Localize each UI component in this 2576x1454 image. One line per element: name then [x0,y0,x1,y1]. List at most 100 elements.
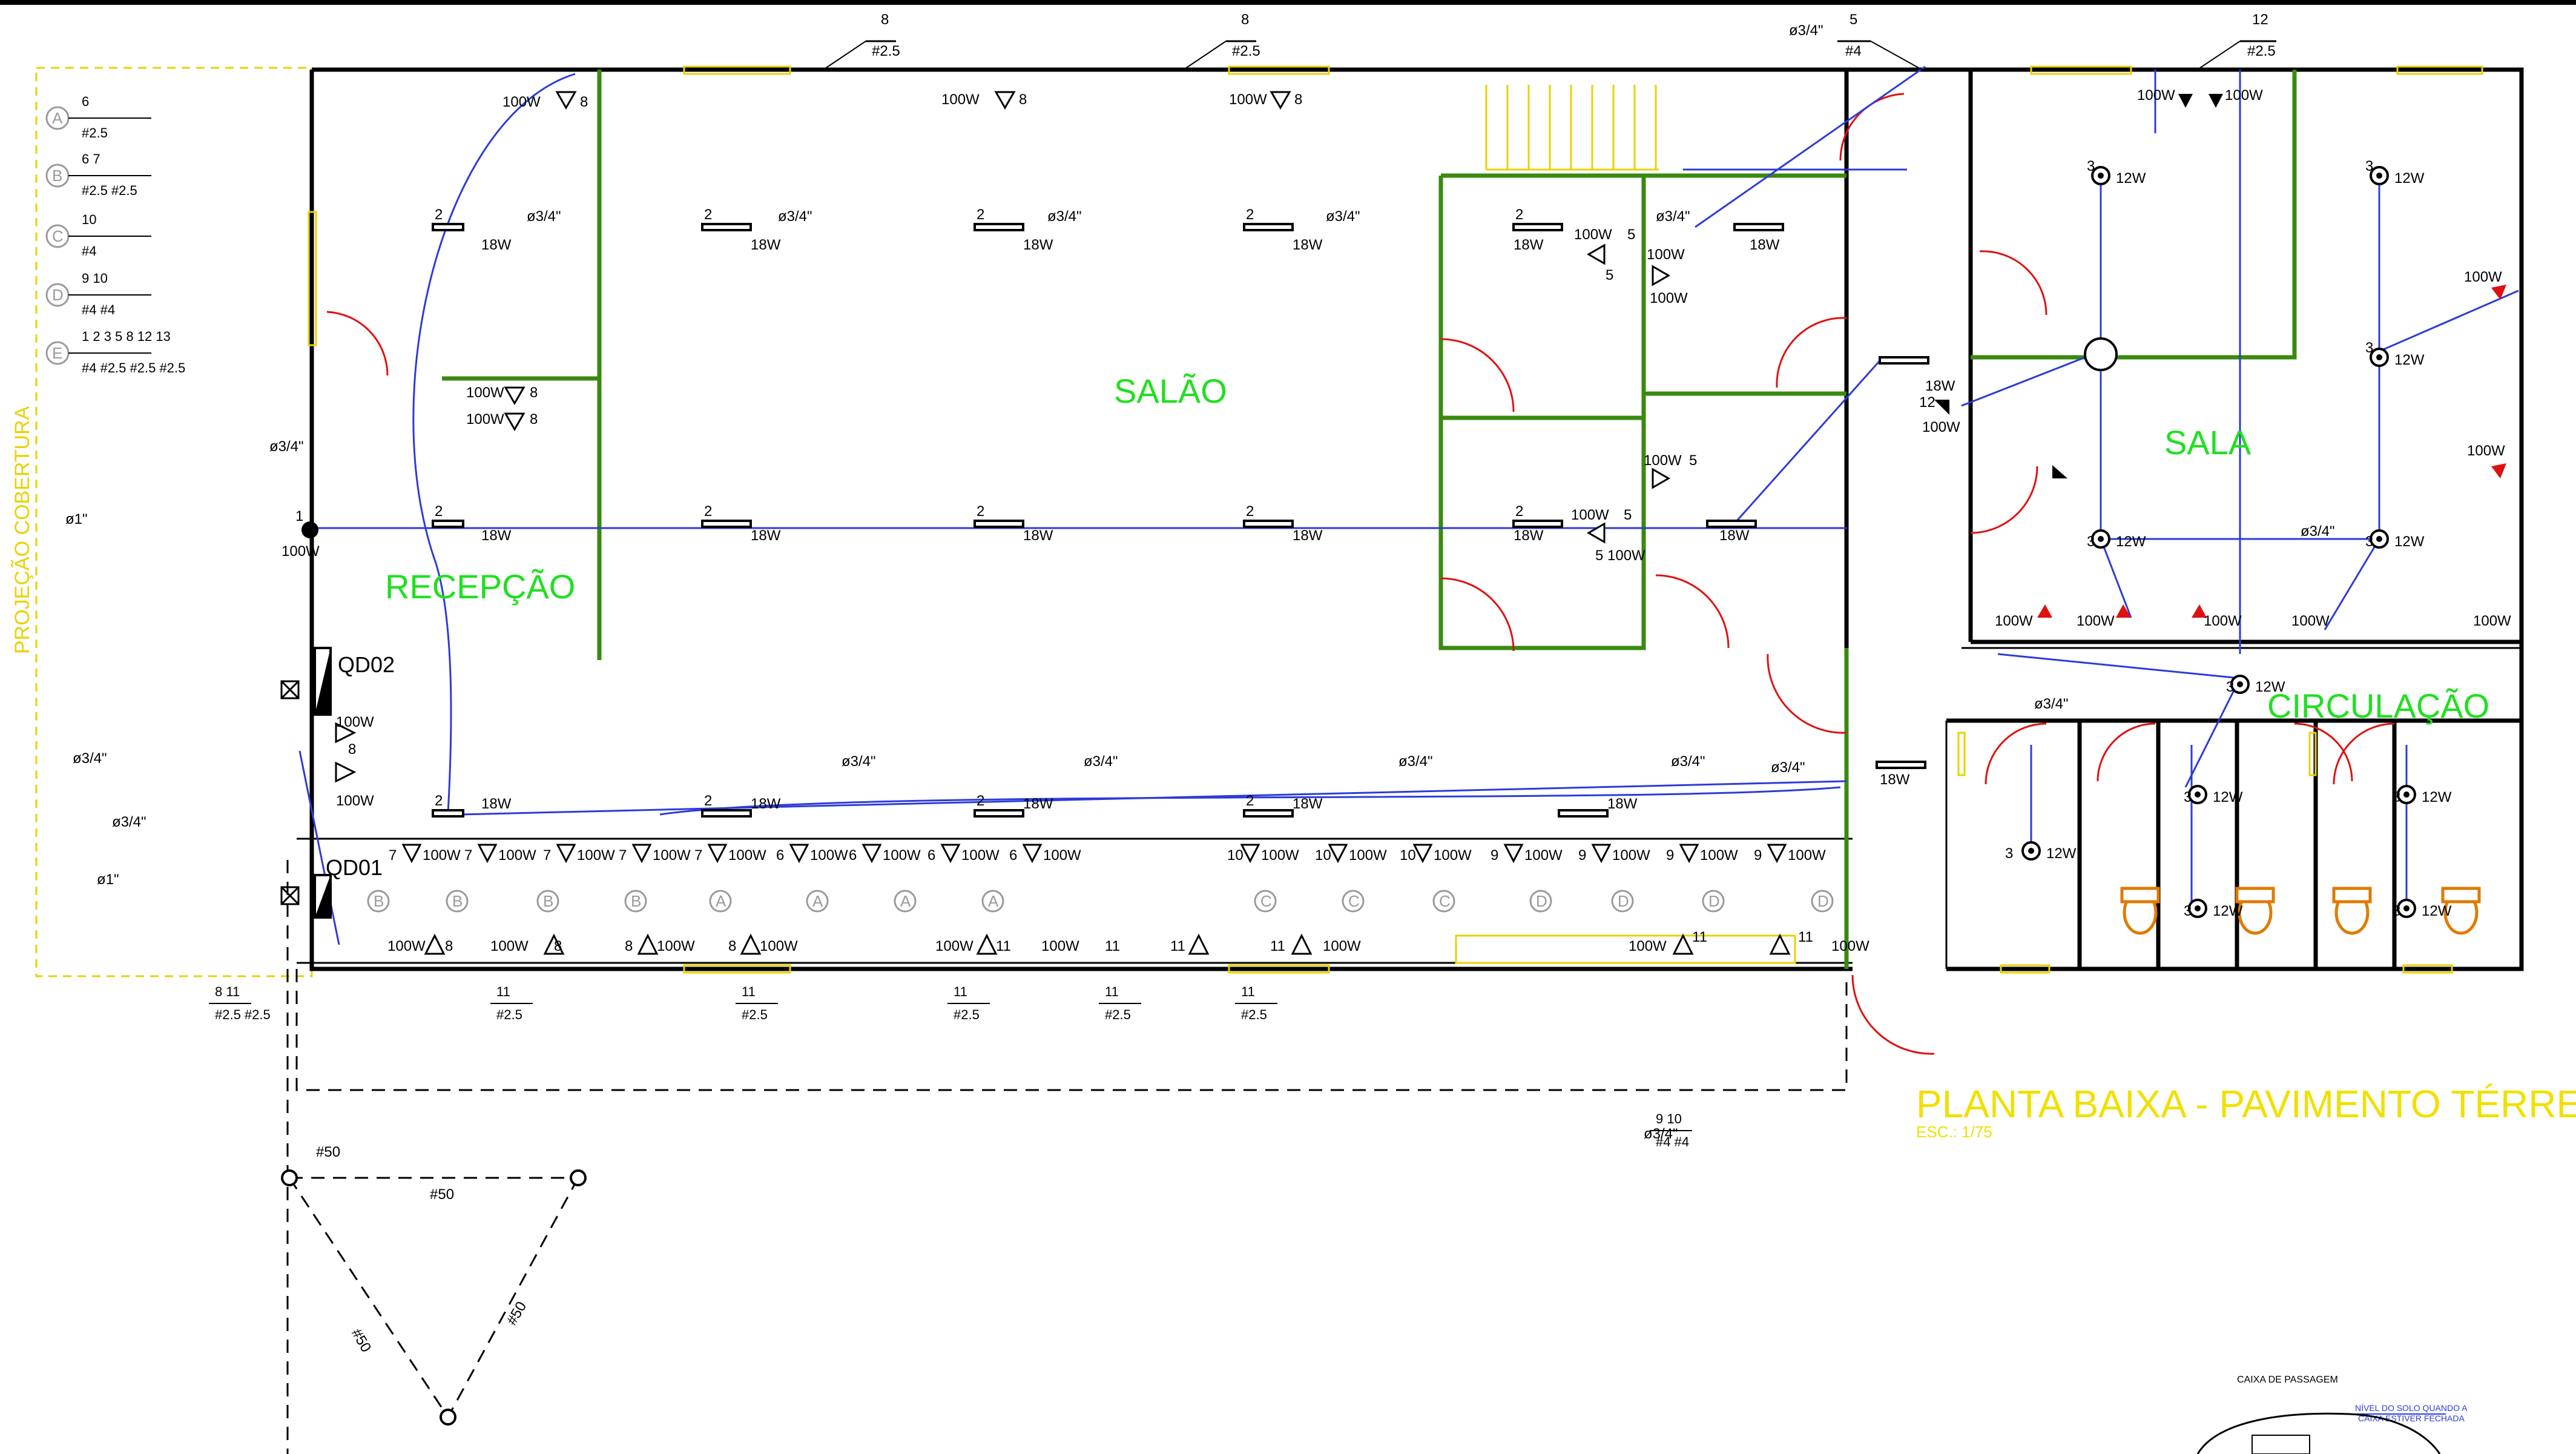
circuit-number: 2 [704,207,712,223]
spotlight-watt: 100W [1434,847,1472,864]
circuit-letter: C [1439,892,1451,910]
circuit-letter-circle [367,890,390,913]
tube-label: 18W [1023,796,1053,812]
spotlight-circuit: 9 [1491,847,1498,864]
circuit-number: 2 [435,793,443,809]
circuit-letter-circle [624,890,647,913]
svg-text:8: 8 [1241,12,1249,28]
spotlight-marker [1503,844,1524,864]
circuit-number: 2 [1246,207,1254,223]
ground-label-top: #50 [430,1186,454,1203]
spotlights-kitchen: 100W 5 100W 5 100W 100W 5 100W 5 5 100W [1571,226,1697,564]
svg-text:3: 3 [2184,903,2192,919]
spotlight-watt: 100W [1524,847,1563,864]
spotlight-circuit: 10 [1400,847,1416,864]
svg-text:100W: 100W [2464,269,2502,285]
legend-gauge: #2.5 #2.5 [82,183,137,198]
svg-text:100W: 100W [1323,938,1361,954]
circuit-number: 2 [704,793,712,809]
stairs [1485,85,1659,171]
external-conduit [295,969,1848,1091]
svg-text:8: 8 [580,94,588,110]
tube-label: 18W [481,237,512,253]
feeder-gauge: #4 #4 [1656,1134,1689,1149]
spotlight-marker [1767,844,1787,864]
circuit-number: 2 [1246,503,1254,520]
svg-text:8: 8 [1019,91,1027,108]
svg-text:#2.5: #2.5 [2247,43,2276,59]
legend-letter: D [52,286,64,304]
svg-text:100W: 100W [2473,613,2511,629]
tube-label: 18W [751,237,781,253]
tube-circuit-numbers: 2 2 2 2 2 2 2 2 2 2 2 2 2 2 [435,207,1523,809]
spotlight-watt: 100W [423,847,461,864]
feeder-circuits: 8 11 [215,984,240,999]
spotlight-circuit: 6 [849,847,857,864]
circuit-letter-circle [1529,890,1552,913]
svg-text:3: 3 [2005,845,2013,862]
svg-text:ø3/4": ø3/4" [1656,208,1690,225]
legend-circuits: 6 7 [82,151,100,167]
legend-circuits: 9 10 [82,271,108,286]
spotlights-top: 100W 8 100W 8 100W 8 100W 8 100W 8 [466,91,1302,432]
feeder-circuits: 11 [496,984,510,999]
tube-label: 18W [1514,237,1544,253]
svg-text:ø3/4": ø3/4" [1084,753,1118,770]
spotlight-watt: 100W [728,847,766,864]
tube-labels: 18W 18W 18W 18W 18W 18W 18W 18W 18W 18W … [481,237,1955,812]
svg-text:3: 3 [2393,789,2400,805]
spotlight-watt: 100W [1612,847,1650,864]
svg-text:CAIXA DE PASSAGEM: CAIXA DE PASSAGEM [2237,1375,2338,1385]
svg-text:ø1": ø1" [65,511,88,527]
feeder-gauge: #2.5 [1241,1007,1267,1022]
spotlight-marker [1412,844,1433,864]
tube-label: 18W [1293,237,1323,253]
svg-text:11: 11 [1105,938,1120,954]
svg-text:3: 3 [2365,534,2373,550]
legend-gauge: #4 #2.5 #2.5 #2.5 [82,360,185,375]
circuit-letter-circle [1702,890,1725,913]
svg-text:8: 8 [445,938,453,954]
svg-text:ø3/4": ø3/4" [1771,759,1805,776]
svg-text:3: 3 [2365,340,2373,356]
circuit-letter: B [543,892,553,910]
svg-text:ø3/4": ø3/4" [2034,696,2069,712]
sala-spots: 100W 100W 100W 100W 100W 100W 100W 100W … [1919,87,2511,629]
circuit-letter-circle [1342,890,1365,913]
circuit-letter: B [631,892,641,910]
svg-text:12W: 12W [2394,170,2425,187]
svg-text:NÍVEL DO SOLO QUANDO A: NÍVEL DO SOLO QUANDO A [2355,1403,2468,1413]
circuit-letter: D [1708,892,1720,910]
circuit-letter-circle [806,890,829,913]
svg-text:12: 12 [2252,12,2268,28]
tube-label: 18W [1514,527,1544,544]
ground-label-left: #50 [348,1326,374,1355]
svg-text:12W: 12W [2213,789,2243,805]
spotlight-marker [940,844,961,864]
downlight-labels: 12W 12W 12W 12W 12W 12W 12W 12W 12W 12W … [2005,158,2452,919]
svg-text:3: 3 [2087,158,2095,174]
legend-gauge: #4 #4 [82,302,115,317]
room-circulacao: CIRCULAÇÃO [2267,687,2489,725]
svg-text:100W: 100W [941,91,980,108]
svg-text:CAIXA ESTIVER FECHADA: CAIXA ESTIVER FECHADA [2358,1413,2465,1423]
tube-label: 18W [1293,796,1323,812]
svg-text:ø3/4": ø3/4" [73,750,107,767]
spotlight-circuit: 9 [1754,847,1762,864]
svg-text:ø3/4": ø3/4" [1398,753,1433,770]
spotlight-watt: 100W [961,847,1000,864]
svg-text:11: 11 [996,938,1011,954]
svg-text:ø1": ø1" [97,871,119,888]
legend-letter: B [52,167,62,185]
spotlight-circuit: 7 [694,847,702,864]
tube-label: 18W [481,796,512,812]
svg-text:5: 5 [1689,452,1697,469]
svg-text:5: 5 [1850,12,1857,28]
spotlight-marker [1240,844,1260,864]
spotlight-marker [556,844,576,864]
circuit-letter: D [1536,892,1547,910]
svg-text:8: 8 [728,938,736,954]
ground-label-right: #50 [504,1299,530,1328]
feeder-gauge: #2.5 [496,1007,522,1022]
